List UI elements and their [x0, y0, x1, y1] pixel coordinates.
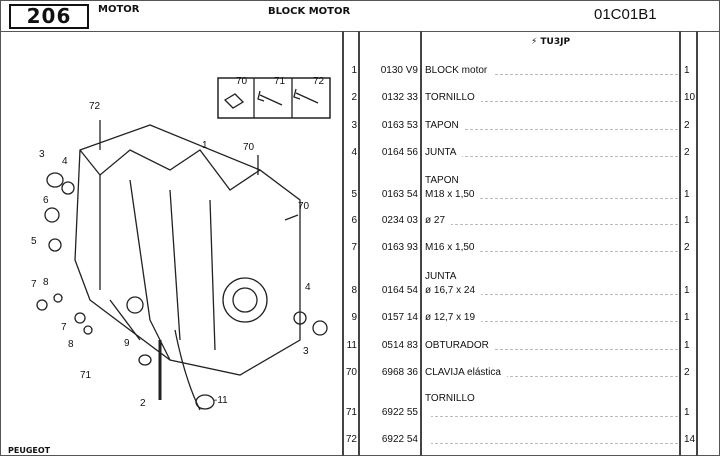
part-name: TORNILLO	[425, 393, 475, 404]
quantity: 1	[684, 407, 690, 418]
part-reference: 0132 33	[381, 92, 418, 103]
item-number: 3	[351, 120, 357, 131]
quantity: 14	[684, 434, 696, 445]
item-number: 2	[351, 92, 357, 103]
quantity: 2	[684, 120, 690, 131]
item-number: 70	[345, 367, 357, 378]
fuel-pump-icon: ⚡	[530, 37, 541, 47]
part-description: BLOCK motor	[425, 65, 678, 76]
callout-label: 2	[140, 398, 146, 409]
item-number: 7	[351, 242, 357, 253]
part-description: JUNTA	[425, 147, 678, 158]
quantity: 1	[684, 312, 690, 323]
part-reference: 0130 V9	[380, 65, 418, 76]
header-divider	[0, 31, 720, 32]
callout-label: 8	[43, 277, 49, 288]
callout-label: 6	[43, 195, 49, 206]
quantity: 2	[684, 147, 690, 158]
callout-label: 3	[303, 346, 309, 357]
item-number: 9	[351, 312, 357, 323]
part-reference: 0234 03	[381, 215, 418, 226]
callout-label: 71	[80, 370, 92, 381]
part-description: ø 12,7 x 19	[425, 312, 678, 323]
part-reference: 0157 14	[381, 312, 418, 323]
part-description: ø 27	[425, 215, 678, 226]
item-number: 11	[346, 340, 357, 351]
item-number: 8	[351, 285, 357, 296]
engine-code: TU3JP	[540, 37, 571, 47]
item-number: 71	[345, 407, 357, 418]
callout-label: 5	[31, 236, 37, 247]
part-reference: 6922 54	[381, 434, 418, 445]
callout-label: 7	[61, 322, 67, 333]
quantity: 1	[684, 65, 690, 76]
item-number: 72	[345, 434, 357, 445]
part-description: TORNILLO	[425, 92, 678, 103]
part-name: TAPON	[425, 175, 459, 186]
quantity: 1	[684, 189, 690, 200]
page-title: BLOCK MOTOR	[268, 6, 351, 17]
callout-label: 4	[62, 156, 68, 167]
callout-label: 4	[305, 282, 311, 293]
quantity: 2	[684, 367, 690, 378]
part-reference: 6968 36	[381, 367, 418, 378]
column-divider	[696, 31, 698, 456]
quantity: 1	[684, 285, 690, 296]
quantity: 2	[684, 242, 690, 253]
part-reference: 0163 53	[381, 120, 418, 131]
part-reference: 0163 54	[381, 189, 418, 200]
part-reference: 0164 54	[381, 285, 418, 296]
part-reference: 6922 55	[381, 407, 418, 418]
page-code: 01C01B1	[594, 6, 657, 23]
quantity: 1	[684, 215, 690, 226]
section-label: MOTOR	[98, 4, 140, 15]
callout-label: 72	[89, 101, 101, 112]
part-name: JUNTA	[425, 271, 457, 282]
callout-label: 72	[313, 76, 325, 87]
part-description: OBTURADOR	[425, 340, 678, 351]
part-description: CLAVIJA elástica	[425, 367, 678, 378]
item-number: 1	[351, 65, 357, 76]
brand-footer: PEUGEOT	[8, 446, 51, 455]
part-description: TAPON	[425, 120, 678, 131]
callout-label: 70	[236, 76, 248, 87]
callout-label: 70	[298, 201, 310, 212]
callout-label: 71	[274, 76, 286, 87]
item-number: 4	[351, 147, 357, 158]
column-divider	[679, 31, 681, 456]
part-reference: 0514 83	[381, 340, 418, 351]
part-reference: 0163 93	[381, 242, 418, 253]
quantity: 1	[684, 340, 690, 351]
callout-label: -11	[214, 395, 228, 406]
part-description: ø 16,7 x 24	[425, 285, 678, 296]
callout-label: 8	[68, 339, 74, 350]
callout-label: 7	[31, 279, 37, 290]
part-description	[425, 407, 678, 418]
callout-label: 1	[202, 140, 208, 151]
quantity: 10	[684, 92, 696, 103]
callout-label: 70	[243, 142, 255, 153]
part-reference: 0164 56	[381, 147, 418, 158]
part-description: M16 x 1,50	[425, 242, 678, 253]
column-divider	[358, 31, 360, 456]
callout-label: 3	[39, 149, 45, 160]
callout-label: 9	[124, 338, 130, 349]
item-number: 5	[351, 189, 357, 200]
part-description: M18 x 1,50	[425, 189, 678, 200]
engine-type-header: ⚡ TU3JP	[421, 37, 680, 47]
column-divider	[420, 31, 422, 456]
model-logo: 206	[9, 4, 89, 29]
part-description	[425, 434, 678, 445]
item-number: 6	[351, 215, 357, 226]
column-divider	[342, 31, 344, 456]
